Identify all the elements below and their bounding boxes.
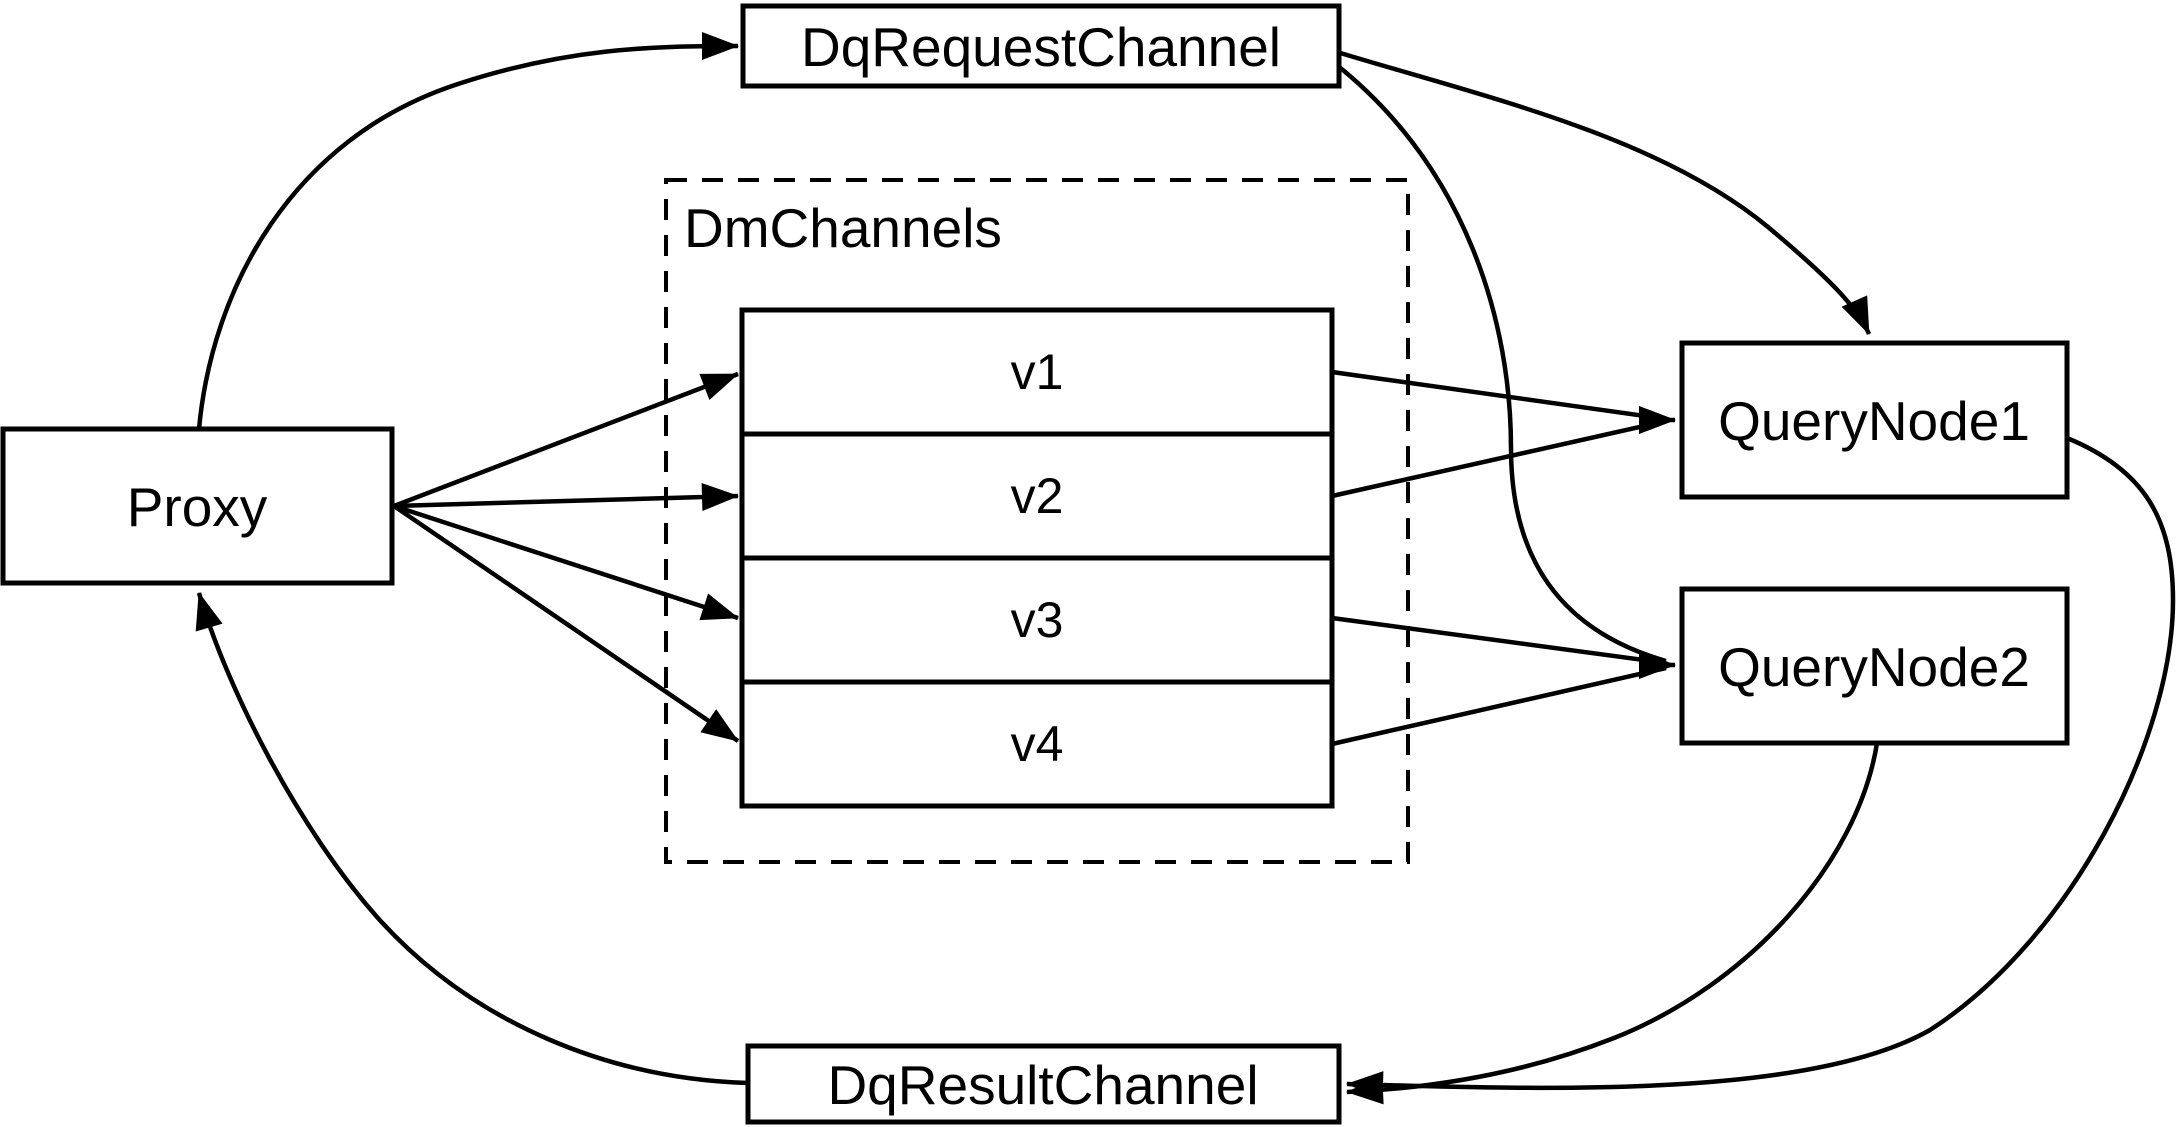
proxy-label: Proxy bbox=[127, 476, 268, 538]
arrow-dq-result-channel-to-proxy bbox=[195, 592, 749, 1086]
arrow-proxy-to-v2 bbox=[393, 483, 739, 512]
dq-result-channel-label: DqResultChannel bbox=[827, 1054, 1258, 1116]
query-node-1-box bbox=[1679, 340, 2070, 500]
channel-row-box bbox=[739, 679, 1335, 809]
arrow-proxy-to-v3 bbox=[393, 503, 739, 621]
dq-result-channel-box bbox=[745, 1043, 1342, 1125]
arrow-proxy-to-v1 bbox=[393, 371, 739, 509]
query-node-1-label: QueryNode1 bbox=[1718, 390, 2030, 452]
channel-row-v1: v1 bbox=[739, 307, 1335, 437]
line-v1-to-query-node-1 bbox=[1331, 369, 1667, 422]
line-v4-to-query-node-2 bbox=[1331, 665, 1667, 747]
channel-row-label: v2 bbox=[1011, 468, 1064, 524]
arrow-dq-request-channel-to-query-node-1 bbox=[1336, 49, 1872, 335]
query-node-2-box bbox=[1679, 586, 2070, 746]
channel-row-v4: v4 bbox=[739, 679, 1335, 809]
node-dq-request-channel: DqRequestChannel bbox=[740, 3, 1342, 89]
dq-request-channel-box bbox=[740, 3, 1342, 89]
node-dq-result-channel: DqResultChannel bbox=[745, 1043, 1342, 1125]
arrow-query-node-1-to-dq-result-channel bbox=[1346, 435, 2176, 1100]
channel-row-box bbox=[739, 555, 1335, 685]
proxy-box bbox=[0, 426, 395, 586]
node-proxy: Proxy bbox=[0, 426, 395, 586]
channel-row-label: v1 bbox=[1011, 344, 1064, 400]
dq-request-channel-label: DqRequestChannel bbox=[801, 16, 1281, 78]
channel-row-box bbox=[739, 307, 1335, 437]
dm-channels-label: DmChannels bbox=[684, 197, 1002, 259]
channel-row-label: v3 bbox=[1011, 592, 1064, 648]
dm-channels-dashed-border bbox=[664, 178, 1410, 864]
edges-layer bbox=[195, 32, 2176, 1105]
arrow-query-node-2-to-dq-result-channel bbox=[1346, 742, 1880, 1105]
node-query-node-1: QueryNode1 bbox=[1679, 340, 2070, 500]
arrow-proxy-to-dq-request-channel bbox=[196, 32, 739, 430]
arrow-proxy-to-v4 bbox=[392, 504, 740, 743]
line-v2-to-query-node-1 bbox=[1331, 418, 1667, 499]
channel-row-v2: v2 bbox=[739, 431, 1335, 561]
channel-row-v3: v3 bbox=[739, 555, 1335, 685]
node-dm-channels: DmChannels v1 v2 v3 v4 bbox=[664, 178, 1410, 864]
channel-row-label: v4 bbox=[1011, 716, 1064, 772]
node-query-node-2: QueryNode2 bbox=[1679, 586, 2070, 746]
channel-row-box bbox=[739, 431, 1335, 561]
arrow-dq-request-channel-to-query-node-2 bbox=[1331, 60, 1667, 664]
query-node-2-label: QueryNode2 bbox=[1718, 636, 2030, 698]
line-v3-to-query-node-2 bbox=[1331, 615, 1667, 666]
